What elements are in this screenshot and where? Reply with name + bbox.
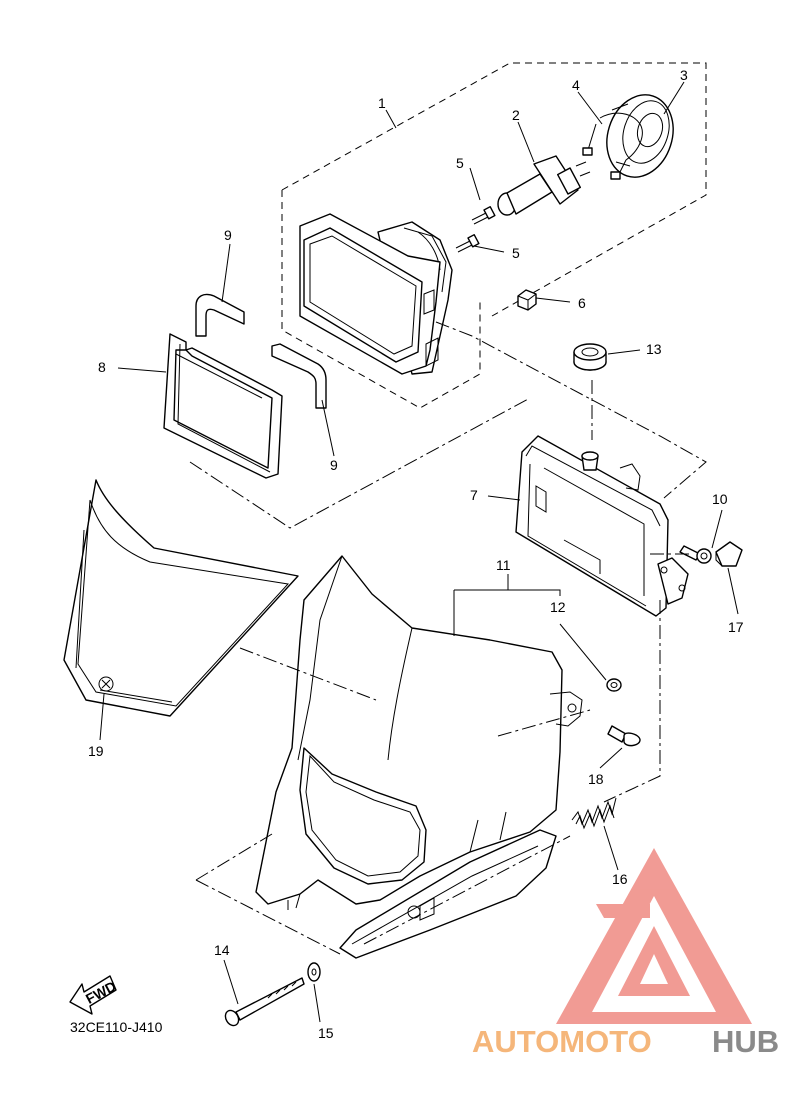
watermark-text-b: HUB [712,1024,779,1059]
callout-14: 14 [214,942,230,958]
callout-8: 8 [98,359,106,375]
watermark-logo [556,848,752,1024]
screw-part [455,234,480,253]
callout-5a: 5 [456,155,464,171]
watermark-text-a: AUTOMOTO [472,1024,652,1059]
callout-17: 17 [728,619,744,635]
lower-trim-part [339,829,557,959]
callout-labels: 1 2 3 4 5 5 6 7 8 9 9 10 11 12 13 14 15 … [88,67,744,1041]
callout-11: 11 [496,557,511,573]
rubber-strip-part [195,293,245,337]
callout-4: 4 [572,77,580,93]
spring-part [571,797,617,830]
screw-part [471,206,496,225]
callout-9b: 9 [330,457,338,473]
callout-13: 13 [646,341,662,357]
bolt-part [607,725,641,747]
callout-15: 15 [318,1025,334,1041]
headlight-bracket-part [515,435,689,617]
callout-12: 12 [550,599,566,615]
callout-10: 10 [712,491,728,507]
alignment-lines [189,321,707,955]
long-bolt-part [224,977,305,1027]
washer-part [307,962,321,982]
callout-16: 16 [612,871,628,887]
callout-9a: 9 [224,227,232,243]
callout-5b: 5 [512,245,520,261]
diagram-code: 32CE110-J410 [70,1019,163,1035]
nut-part [517,289,537,311]
bulb-holder-wire-part [582,112,643,180]
rubber-strip-part [271,343,327,409]
fwd-arrow-icon: FWD [69,975,119,1015]
leader-lines [99,81,739,1023]
callout-6: 6 [578,295,586,311]
visor-panel-part [63,479,299,717]
callout-3: 3 [680,67,688,83]
callout-18: 18 [588,771,604,787]
bolt-part [679,545,712,564]
washer-part [606,678,622,692]
grommet-part [573,343,607,371]
callout-7: 7 [470,487,478,503]
assembly-outline [281,62,707,409]
headlight-cowl-part [255,555,583,910]
headlight-unit-part [299,213,453,375]
seal-frame-part [163,333,283,479]
headlight-bulb-part [497,155,591,216]
bulb-cover-part [606,94,674,178]
callout-1: 1 [378,95,386,111]
watermark-text: AUTOMOTO HUB [472,1024,779,1059]
callout-2: 2 [512,107,520,123]
clip-nut-part [715,541,743,567]
callout-19: 19 [88,743,104,759]
